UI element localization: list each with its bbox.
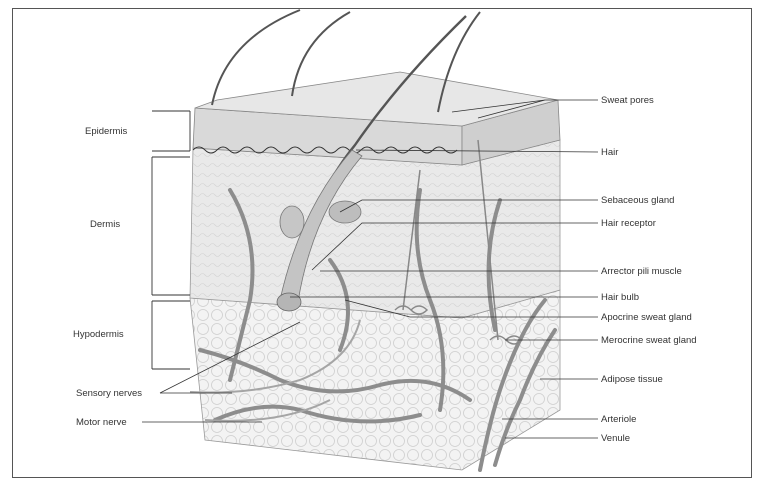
label-epidermis: Epidermis <box>85 126 127 137</box>
label-merocrine-sweat-gland: Merocrine sweat gland <box>601 335 697 346</box>
sebaceous-gland-shape-2 <box>280 206 304 238</box>
sebaceous-gland-shape <box>329 201 361 223</box>
label-dermis: Dermis <box>90 219 120 230</box>
label-arteriole: Arteriole <box>601 414 636 425</box>
hair-bulb-shape <box>277 293 301 311</box>
label-venule: Venule <box>601 433 630 444</box>
label-sensory-nerves: Sensory nerves <box>76 388 142 399</box>
label-adipose-tissue: Adipose tissue <box>601 374 663 385</box>
label-hypodermis: Hypodermis <box>73 329 124 340</box>
label-hair: Hair <box>601 147 618 158</box>
label-sebaceous-gland: Sebaceous gland <box>601 195 674 206</box>
label-arrector-pili-muscle: Arrector pili muscle <box>601 266 682 277</box>
label-apocrine-sweat-gland: Apocrine sweat gland <box>601 312 692 323</box>
label-motor-nerve: Motor nerve <box>76 417 127 428</box>
label-sweat-pores: Sweat pores <box>601 95 654 106</box>
label-hair-bulb: Hair bulb <box>601 292 639 303</box>
label-hair-receptor: Hair receptor <box>601 218 656 229</box>
skin-block <box>190 10 560 470</box>
layer-brackets <box>152 111 190 369</box>
